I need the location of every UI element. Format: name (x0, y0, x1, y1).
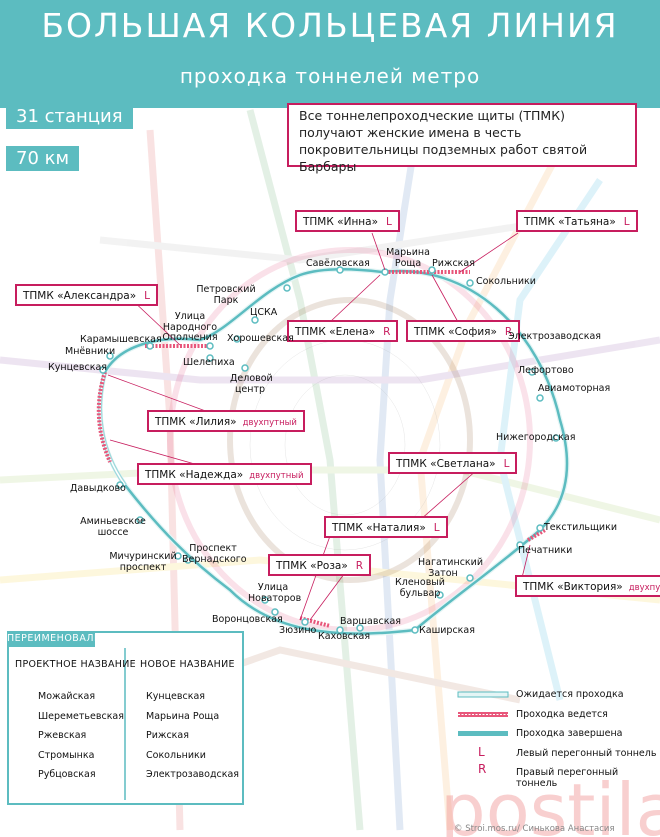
shield-direction: L (433, 522, 440, 534)
renaming-heading: ПЕРЕИМЕНОВАЛИ (7, 631, 101, 647)
legend-label: Проходка ведется (516, 709, 608, 720)
legend-label: Проходка завершена (516, 728, 623, 739)
shield-callout-roza: ТПМК «Роза» R (268, 554, 372, 576)
station-label: Авиамоторная (538, 383, 611, 394)
shield-name: ТПМК «Инна» (303, 216, 379, 228)
shield-naming-note: Все тоннелепроходческие щиты (ТПМК) полу… (287, 103, 637, 174)
station-label: Деловой центр (230, 373, 273, 395)
stations-count: 31 станция (6, 104, 133, 129)
shield-callout-liliya: ТПМК «Лилия» двухпутный (147, 410, 305, 432)
shield-name: ТПМК «Светлана» (396, 458, 496, 470)
station-label: Мнёвники (65, 346, 116, 357)
shield-name: ТПМК «Татьяна» (524, 216, 616, 228)
station-label: Варшавская (340, 616, 401, 627)
shield-name: ТПМК «Елена» (295, 326, 376, 338)
station-label: Рижская (432, 258, 475, 269)
shield-name: ТПМК «Роза» (276, 560, 348, 572)
renaming-column-new: НОВОЕ НАЗВАНИЕ (140, 659, 235, 670)
station-label: Нагатинский Затон (418, 557, 484, 579)
shield-callout-natalia: ТПМК «Наталия» L (324, 516, 448, 538)
shield-twin-tag: двухпутный (628, 583, 660, 593)
station-label: Электрозаводская (508, 331, 602, 342)
station-label: Печатники (518, 545, 573, 556)
shield-twin-tag: двухпутный (249, 471, 304, 481)
shield-direction: L (386, 216, 392, 228)
station-label: Мичуринский проспект (109, 551, 177, 573)
shield-callout-nadezhda: ТПМК «Надежда» двухпутный (137, 463, 312, 485)
shield-name: ТПМК «Наталия» (332, 522, 426, 534)
shield-callout-inna: ТПМК «Инна» L (295, 210, 400, 232)
station-label: Давыдково (70, 483, 126, 494)
shield-callout-elena: ТПМК «Елена» R (287, 320, 399, 342)
shield-name: ТПМК «Виктория» (523, 581, 623, 593)
shield-direction: R (504, 326, 513, 338)
shield-callout-viktoriya: ТПМК «Виктория» двухпутный (515, 575, 660, 597)
station-label: Воронцовская (212, 614, 283, 625)
legend-label: Левый перегонный тоннель (516, 748, 657, 759)
legend-done-swatch (458, 731, 508, 736)
renaming-new-name: Кунцевская (146, 691, 205, 702)
station-label: Марьина Роща (386, 247, 430, 269)
watermark: postila.ru (440, 768, 660, 837)
renaming-old-name: Стромынка (38, 750, 95, 761)
shield-callout-sofia: ТПМК «София» R (406, 320, 521, 342)
renaming-new-name: Марьина Роща (146, 711, 220, 722)
legend-pending-swatch (457, 691, 509, 698)
station-label: Шелепиха (183, 357, 235, 368)
station-label: Сокольники (476, 276, 536, 287)
station-label: Проспект Вернадского (182, 543, 247, 565)
renaming-new-name: Сокольники (146, 750, 206, 761)
page-subtitle: проходка тоннелей метро (179, 64, 481, 88)
shield-direction: R (383, 326, 391, 338)
renaming-column-old: ПРОЕКТНОЕ НАЗВАНИЕ (15, 659, 136, 670)
page-title: БОЛЬШАЯ КОЛЬЦЕВАЯ ЛИНИЯ (41, 6, 619, 45)
station-label: Текстильщики (544, 522, 618, 533)
station-label: Аминьевское шоссе (80, 516, 146, 538)
station-label: Лефортово (518, 365, 574, 376)
shield-direction: L (144, 290, 150, 302)
station-label: Кунцевская (48, 362, 107, 373)
station-label: Каширская (419, 625, 475, 636)
shield-name: ТПМК «Александра» (23, 290, 137, 302)
station-label: Карамышевская (80, 334, 162, 345)
shield-callout-tatyana: ТПМК «Татьяна» L (516, 210, 638, 232)
legend-right-symbol: R (478, 762, 487, 776)
renaming-old-name: Можайская (38, 691, 96, 702)
renaming-old-name: Шереметьевская (38, 711, 124, 722)
legend-left-symbol: L (478, 745, 485, 759)
line-length: 70 км (6, 146, 80, 171)
legend-label: Правый перегонный тоннель (516, 767, 619, 789)
legend-label: Ожидается проходка (516, 689, 624, 700)
station-label: Улица Народного Ополчения (162, 311, 218, 343)
station-label: Хорошевская (227, 333, 294, 344)
station-label: Савёловская (306, 258, 370, 269)
shield-name: ТПМК «София» (414, 326, 497, 338)
shield-direction: L (623, 216, 630, 228)
shield-name: ТПМК «Надежда» (145, 469, 244, 481)
renaming-new-name: Электрозаводская (146, 769, 240, 780)
shield-callout-alexandra: ТПМК «Александра» L (15, 284, 158, 306)
station-label: Кленовый бульвар (395, 577, 445, 599)
title-bar (0, 0, 660, 108)
shield-direction: R (355, 560, 364, 572)
station-label: Зюзино (279, 625, 317, 636)
credit: © Stroi.mos.ru/ Синькова Анастасия (454, 824, 615, 834)
shield-callout-svetlana: ТПМК «Светлана» L (388, 452, 518, 474)
shield-name: ТПМК «Лилия» (155, 416, 237, 428)
shield-twin-tag: двухпутный (242, 418, 297, 428)
shield-direction: L (503, 458, 510, 470)
renaming-new-name: Рижская (146, 730, 189, 741)
station-label: Улица Новаторов (248, 582, 302, 604)
renaming-old-name: Ржевская (38, 730, 87, 741)
station-label: Каховская (318, 631, 371, 642)
station-label: Нижегородская (496, 432, 576, 443)
station-label: ЦСКА (250, 307, 278, 318)
renaming-old-name: Рубцовская (38, 769, 96, 780)
station-label: Петровский Парк (196, 284, 256, 306)
